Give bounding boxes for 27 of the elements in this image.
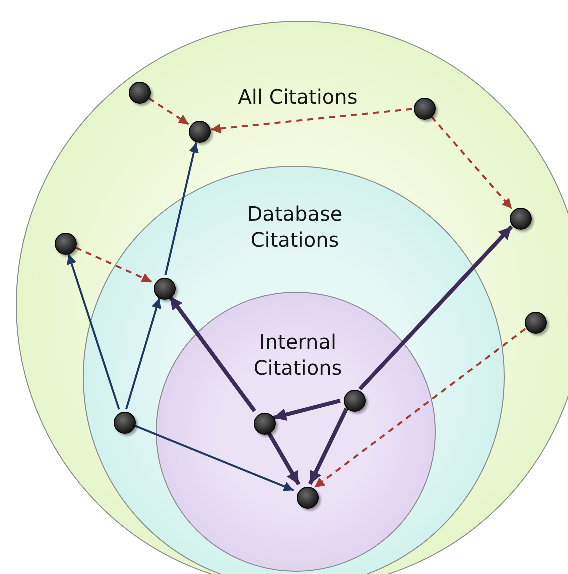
citation-dot	[114, 412, 136, 434]
citation-dot	[525, 312, 547, 334]
citation-arrow	[210, 108, 412, 134]
citation-arrow	[125, 298, 162, 410]
citation-arrow	[148, 98, 190, 126]
set-label: Internal Citations	[252, 329, 344, 381]
citation-arrow	[273, 399, 341, 422]
citation-dot	[129, 82, 151, 104]
citation-dot	[154, 278, 176, 300]
citation-arrow	[67, 254, 120, 410]
citation-arrow	[76, 247, 152, 283]
set-label: All Citations	[237, 84, 359, 110]
set-label: Database Citations	[246, 201, 344, 253]
citation-dot	[297, 487, 319, 509]
citation-arrow	[358, 225, 514, 391]
citation-dot	[189, 121, 211, 143]
citation-arrow	[164, 142, 199, 276]
citation-dot	[414, 98, 436, 120]
citation-dot	[344, 390, 366, 412]
citation-dot	[254, 413, 276, 435]
citation-arrow	[308, 408, 349, 486]
citation-dot	[55, 233, 77, 255]
citation-arrow	[134, 424, 294, 492]
citation-arrow	[168, 295, 256, 413]
citation-arrow	[431, 116, 513, 210]
citation-dot	[510, 208, 532, 230]
citation-arrow	[314, 328, 526, 489]
